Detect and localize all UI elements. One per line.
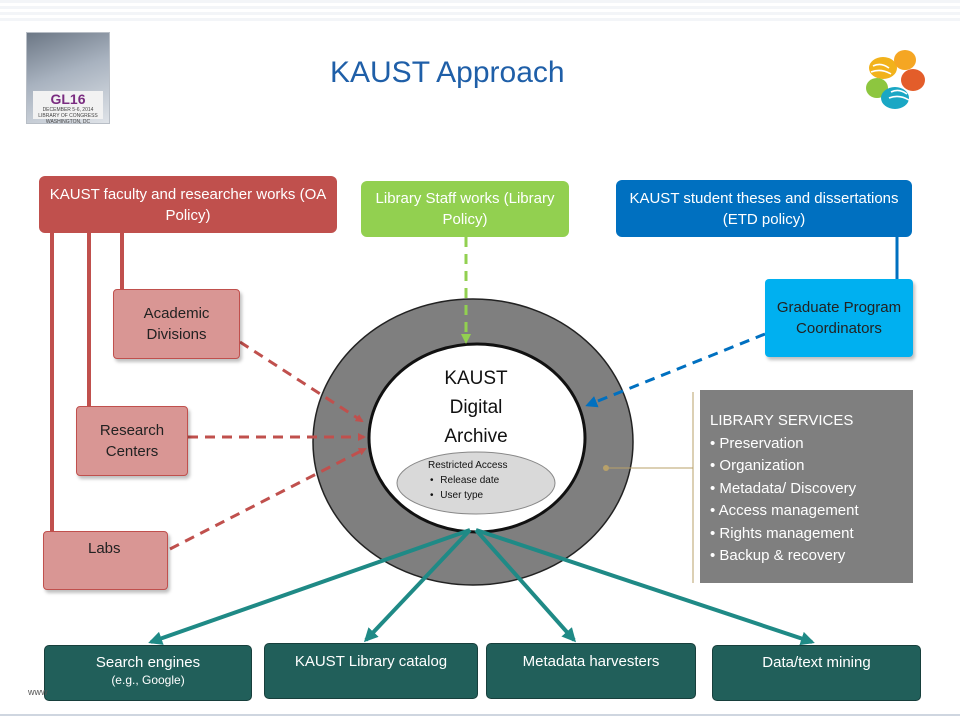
library-services-list: Preservation Organization Metadata/ Disc… xyxy=(710,433,903,568)
restricted-access-text: Restricted Access Release date User type xyxy=(400,458,552,503)
kaust-logo xyxy=(866,50,925,109)
bottom-rule xyxy=(0,714,960,716)
conference-stamp-caption: DECEMBER 5-6, 2014 LIBRARY OF CONGRESS W… xyxy=(38,107,98,125)
restricted-item: Release date xyxy=(430,473,552,488)
footer-url-fragment: www xyxy=(28,687,48,697)
output-arrow-search xyxy=(148,528,471,645)
output-arrow-harvesters xyxy=(474,528,576,643)
academic-arrow xyxy=(239,340,364,423)
search-engines-box: Search engines (e.g., Google) xyxy=(44,645,252,701)
labs-arrow xyxy=(169,447,367,551)
logo-petal-green xyxy=(866,78,888,98)
service-item: Rights management xyxy=(710,523,903,546)
student-theses-box: KAUST student theses and dissertations (… xyxy=(616,180,912,237)
top-stripe-bar xyxy=(0,0,960,22)
logo-petal-amber xyxy=(894,50,916,70)
metadata-harvesters-box: Metadata harvesters xyxy=(486,643,696,699)
search-engines-label: Search engines xyxy=(95,654,201,671)
service-item: Organization xyxy=(710,455,903,478)
restricted-access-list: Release date User type xyxy=(400,473,552,503)
library-services-box: LIBRARY SERVICES Preservation Organizati… xyxy=(700,390,913,583)
logo-stripes xyxy=(870,63,910,101)
logo-petal-orange xyxy=(901,69,925,91)
research-centers-box: Research Centers xyxy=(76,406,188,476)
library-staff-works-box: Library Staff works (Library Policy) xyxy=(361,181,569,237)
services-connector-dot xyxy=(603,465,609,471)
conference-logo: GL16 DECEMBER 5-6, 2014 LIBRARY OF CONGR… xyxy=(26,32,110,125)
library-services-heading: LIBRARY SERVICES xyxy=(710,412,854,429)
service-item: Access management xyxy=(710,500,903,523)
graduate-arrow xyxy=(585,332,766,408)
library-catalog-box: KAUST Library catalog xyxy=(264,643,478,699)
academic-divisions-box: Academic Divisions xyxy=(113,289,240,359)
service-item: Backup & recovery xyxy=(710,545,903,568)
digital-archive-label: KAUST Digital Archive xyxy=(420,364,532,451)
graduate-coordinators-box: Graduate Program Coordinators xyxy=(765,279,913,357)
service-item: Metadata/ Discovery xyxy=(710,478,903,501)
slide-title: KAUST Approach xyxy=(330,56,565,89)
archive-line-3: Archive xyxy=(444,426,508,447)
faculty-works-box: KAUST faculty and researcher works (OA P… xyxy=(39,176,337,233)
restricted-item: User type xyxy=(430,488,552,503)
archive-line-2: Digital xyxy=(449,397,503,418)
archive-line-1: KAUST xyxy=(444,368,508,389)
conference-stamp: GL16 DECEMBER 5-6, 2014 LIBRARY OF CONGR… xyxy=(33,91,103,125)
output-arrow-catalog xyxy=(363,528,472,643)
labs-box: Labs xyxy=(43,531,168,590)
data-mining-box: Data/text mining xyxy=(712,645,921,701)
logo-petal-teal xyxy=(881,87,909,109)
conference-stamp-title: GL16 xyxy=(50,91,86,107)
service-item: Preservation xyxy=(710,433,903,456)
output-arrow-mining xyxy=(475,528,815,646)
restricted-access-title: Restricted Access xyxy=(428,460,508,471)
search-engines-example: (e.g., Google) xyxy=(111,673,185,687)
